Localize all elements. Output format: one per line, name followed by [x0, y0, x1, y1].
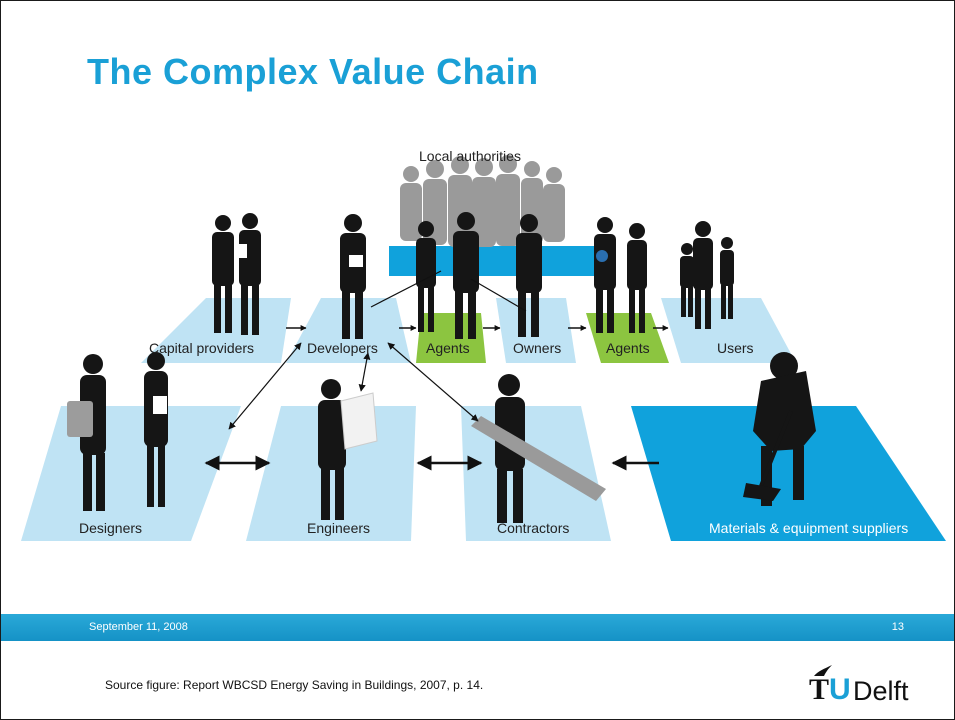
- supplier-figure: [743, 352, 816, 506]
- slide-title: The Complex Value Chain: [87, 51, 539, 92]
- label-suppliers: Materials & equipment suppliers: [709, 520, 908, 536]
- label-agents-1: Agents: [426, 340, 470, 356]
- label-engineers: Engineers: [307, 520, 370, 536]
- label-agents-2: Agents: [606, 340, 650, 356]
- arrow-developers-contractors: [387, 342, 479, 422]
- contractor-figure: [471, 374, 606, 523]
- label-developers: Developers: [307, 340, 378, 356]
- source-note: Source figure: Report WBCSD Energy Savin…: [105, 678, 484, 692]
- tile-designers: [21, 406, 241, 541]
- footer-date: September 11, 2008: [89, 621, 188, 633]
- value-chain-diagram: Local authorities Capital providers Deve…: [1, 131, 954, 561]
- tile-agents-2: [586, 313, 669, 363]
- designers-figures: [67, 352, 168, 511]
- logo-u: U: [829, 673, 851, 706]
- owner-figure: [516, 214, 542, 337]
- tu-delft-logo: T U Delft: [809, 663, 929, 709]
- logo-t: T: [809, 673, 830, 706]
- arrow-developers-to-local-authorities: [370, 270, 442, 308]
- arrow-developers-designers: [228, 342, 302, 430]
- flame-icon: [814, 665, 832, 676]
- capital-providers-figures: [212, 213, 261, 335]
- engineers-figure: [318, 379, 378, 520]
- label-owners: Owners: [513, 340, 561, 356]
- tile-local-authorities: [389, 246, 613, 276]
- logo-delft: Delft: [853, 676, 909, 706]
- label-users: Users: [717, 340, 754, 356]
- tile-suppliers: [631, 406, 946, 541]
- label-local-authorities: Local authorities: [419, 148, 521, 164]
- developer-figure: [340, 214, 366, 339]
- label-designers: Designers: [79, 520, 142, 536]
- agents-figures: [416, 212, 479, 339]
- agents-2-figures: [594, 217, 647, 333]
- page-number: 13: [891, 621, 904, 633]
- tile-users: [661, 298, 796, 363]
- local-authorities-crowd: [400, 155, 565, 247]
- arrow-local-authorities-to-owners: [470, 278, 527, 312]
- footer-bar: [1, 614, 954, 641]
- label-contractors: Contractors: [497, 520, 569, 536]
- arrows: [204, 270, 669, 471]
- label-capital-providers: Capital providers: [149, 340, 254, 356]
- arrow-developers-engineers: [358, 352, 371, 392]
- users-figures: [680, 221, 734, 329]
